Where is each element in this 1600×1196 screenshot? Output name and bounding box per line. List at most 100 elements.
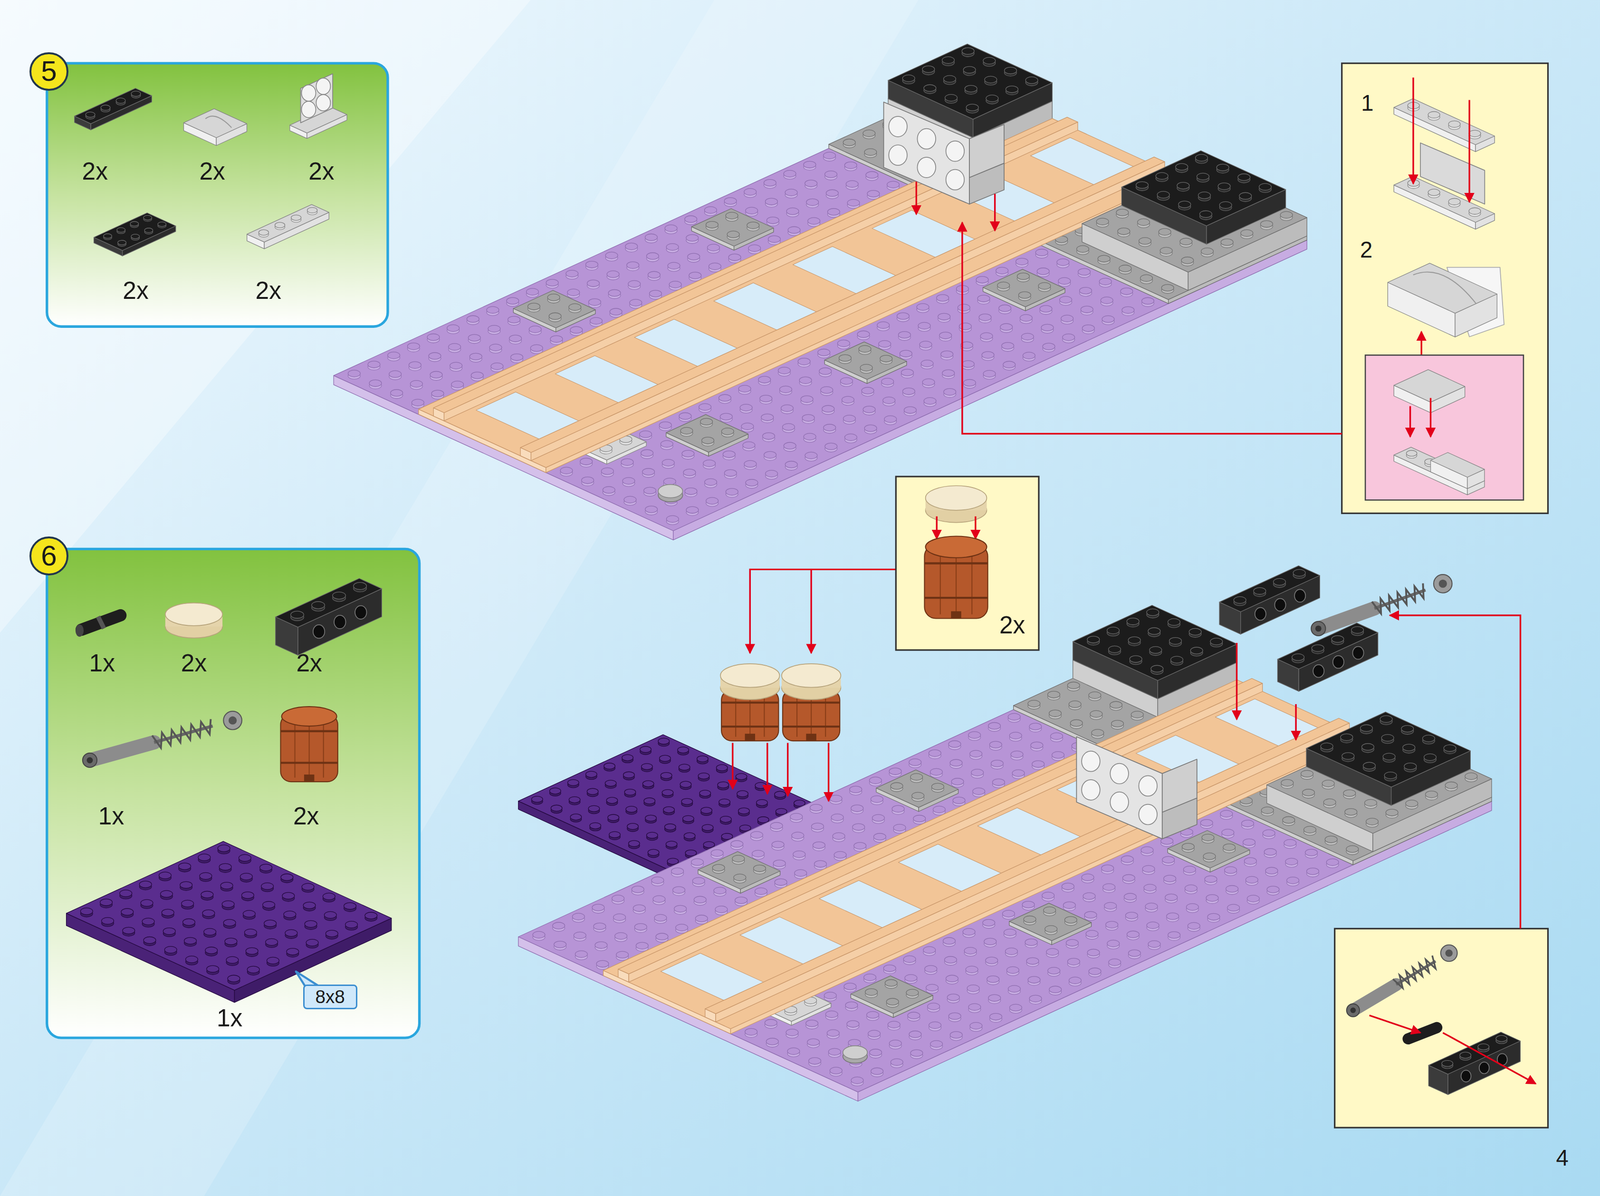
stud bbox=[616, 951, 629, 959]
shock-end bbox=[1346, 1004, 1360, 1017]
stud bbox=[1273, 578, 1286, 585]
barrel bbox=[925, 536, 987, 558]
stud bbox=[1030, 741, 1044, 749]
stud bbox=[642, 468, 655, 476]
stud bbox=[567, 779, 580, 786]
stud bbox=[486, 306, 499, 314]
stud bbox=[1107, 627, 1120, 634]
stud bbox=[833, 851, 847, 859]
stud bbox=[781, 404, 794, 412]
stud bbox=[739, 824, 751, 832]
technic-hole bbox=[1312, 664, 1324, 678]
stud bbox=[839, 354, 852, 362]
stud bbox=[1105, 921, 1119, 929]
stud bbox=[946, 975, 959, 982]
stud bbox=[823, 992, 837, 999]
stud bbox=[976, 276, 989, 284]
stud bbox=[741, 422, 754, 430]
stud bbox=[101, 917, 115, 925]
stud bbox=[701, 437, 715, 444]
stud bbox=[759, 395, 773, 403]
stud bbox=[1108, 645, 1121, 653]
stud bbox=[774, 791, 786, 798]
stud bbox=[605, 251, 618, 259]
stud bbox=[589, 822, 602, 829]
stud bbox=[883, 965, 896, 972]
brick-face bbox=[520, 156, 1165, 453]
stud bbox=[1062, 334, 1075, 341]
stud bbox=[715, 906, 728, 913]
stud bbox=[587, 279, 600, 287]
angle-plate bbox=[969, 163, 1005, 205]
stud bbox=[742, 441, 756, 449]
stud bbox=[648, 271, 661, 278]
stud bbox=[568, 796, 581, 804]
stud bbox=[978, 314, 992, 321]
stud bbox=[560, 467, 573, 474]
stud bbox=[205, 947, 218, 954]
stud bbox=[755, 782, 767, 789]
angle-plate-stud bbox=[946, 141, 965, 162]
stud bbox=[117, 240, 127, 245]
brick-face bbox=[513, 290, 596, 328]
stud bbox=[1227, 904, 1240, 911]
stud bbox=[651, 876, 664, 884]
stud bbox=[1005, 86, 1019, 93]
stud bbox=[825, 189, 839, 197]
stud bbox=[1068, 700, 1082, 708]
stud bbox=[880, 355, 893, 363]
stud bbox=[1059, 296, 1073, 304]
stud bbox=[738, 807, 750, 815]
stud bbox=[667, 858, 679, 865]
stud bbox=[1246, 895, 1260, 902]
stud bbox=[882, 396, 896, 404]
leader-line bbox=[924, 596, 988, 599]
leader-arrow bbox=[1429, 398, 1432, 438]
stud bbox=[948, 740, 961, 748]
stud bbox=[667, 262, 681, 269]
shock-eye bbox=[1440, 944, 1458, 962]
stud bbox=[1010, 750, 1024, 758]
angle-plate-stud bbox=[301, 101, 316, 118]
stud bbox=[303, 901, 316, 909]
stud bbox=[1064, 916, 1078, 924]
leader-arrow bbox=[1235, 642, 1238, 720]
stud bbox=[198, 853, 211, 861]
stud bbox=[1102, 883, 1116, 891]
stud bbox=[1170, 656, 1184, 663]
angle-plate-stud bbox=[1138, 775, 1158, 796]
stud bbox=[680, 781, 692, 788]
leader-arrow bbox=[915, 181, 918, 215]
stud bbox=[1003, 361, 1016, 368]
technic-hole bbox=[313, 624, 325, 639]
stud bbox=[223, 919, 236, 927]
stud bbox=[822, 405, 835, 412]
brick-face bbox=[1430, 452, 1485, 478]
shock-end bbox=[1350, 1007, 1357, 1014]
barrel-notch bbox=[304, 774, 315, 782]
stud bbox=[988, 994, 1001, 1002]
stud bbox=[80, 908, 93, 915]
stud bbox=[1110, 701, 1123, 709]
stud bbox=[1459, 1052, 1472, 1059]
stud bbox=[774, 878, 787, 886]
technic-pin bbox=[81, 615, 121, 630]
stud bbox=[878, 340, 892, 348]
stud bbox=[1067, 958, 1081, 966]
stud bbox=[470, 372, 484, 379]
stud bbox=[718, 394, 732, 402]
stud bbox=[428, 352, 441, 360]
stud bbox=[642, 780, 654, 787]
stud bbox=[847, 199, 860, 207]
stud bbox=[700, 418, 713, 425]
shock-end bbox=[1311, 621, 1326, 636]
stud bbox=[645, 506, 658, 513]
stud bbox=[1140, 274, 1153, 282]
stud bbox=[1445, 781, 1458, 789]
stud bbox=[969, 750, 983, 757]
stud bbox=[983, 370, 996, 377]
stud bbox=[1016, 272, 1030, 280]
stud bbox=[311, 601, 325, 609]
shock-absorber bbox=[1318, 608, 1375, 629]
stud bbox=[1199, 210, 1213, 218]
